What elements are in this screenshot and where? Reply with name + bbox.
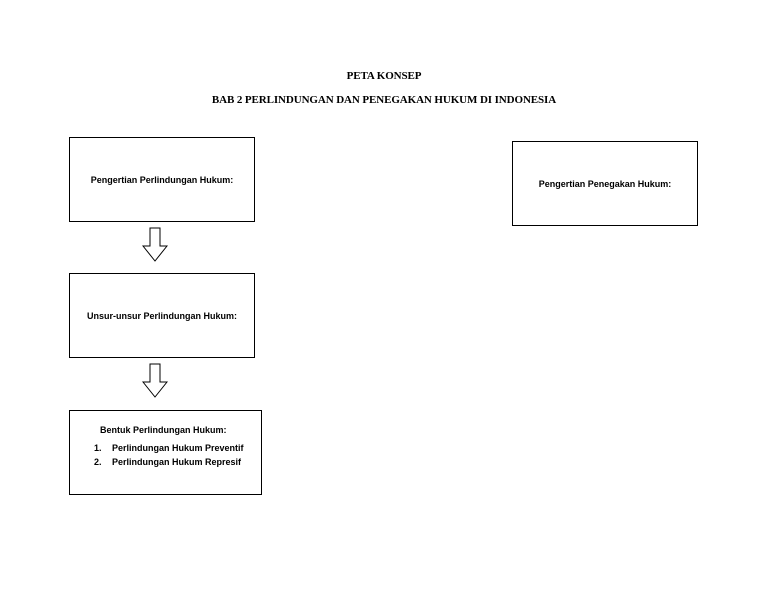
list-item-label: Perlindungan Hukum Preventif <box>112 443 244 453</box>
diagram-title: PETA KONSEP <box>346 70 422 82</box>
diagram-subtitle: BAB 2 PERLINDUNGAN DAN PENEGAKAN HUKUM D… <box>211 94 557 106</box>
down-arrow-icon <box>142 363 168 398</box>
down-arrow-icon <box>142 227 168 262</box>
bentuk-list: 1. Perlindungan Hukum Preventif 2. Perlind… <box>94 441 244 469</box>
list-item-number: 1. <box>94 443 102 453</box>
box-unsur-perlindungan-hukum: Unsur-unsur Perlindungan Hukum: <box>69 273 255 358</box>
box-heading: Bentuk Perlindungan Hukum: <box>100 425 227 435</box>
box-bentuk-perlindungan-hukum: Bentuk Perlindungan Hukum: 1. Perlindunga… <box>69 410 262 495</box>
list-item-label: Perlindungan Hukum Represif <box>112 457 242 467</box>
list-item-number: 2. <box>94 457 102 467</box>
list-item: 1. Perlindungan Hukum Preventif <box>94 441 244 455</box>
box-pengertian-perlindungan-hukum: Pengertian Perlindungan Hukum: <box>69 137 255 222</box>
box-label: Pengertian Penegakan Hukum: <box>538 178 672 189</box>
box-pengertian-penegakan-hukum: Pengertian Penegakan Hukum: <box>512 141 698 226</box>
list-item: 2. Perlindungan Hukum Represif <box>94 455 244 469</box>
box-label: Pengertian Perlindungan Hukum: <box>90 174 234 185</box>
box-label: Unsur-unsur Perlindungan Hukum: <box>86 310 237 321</box>
